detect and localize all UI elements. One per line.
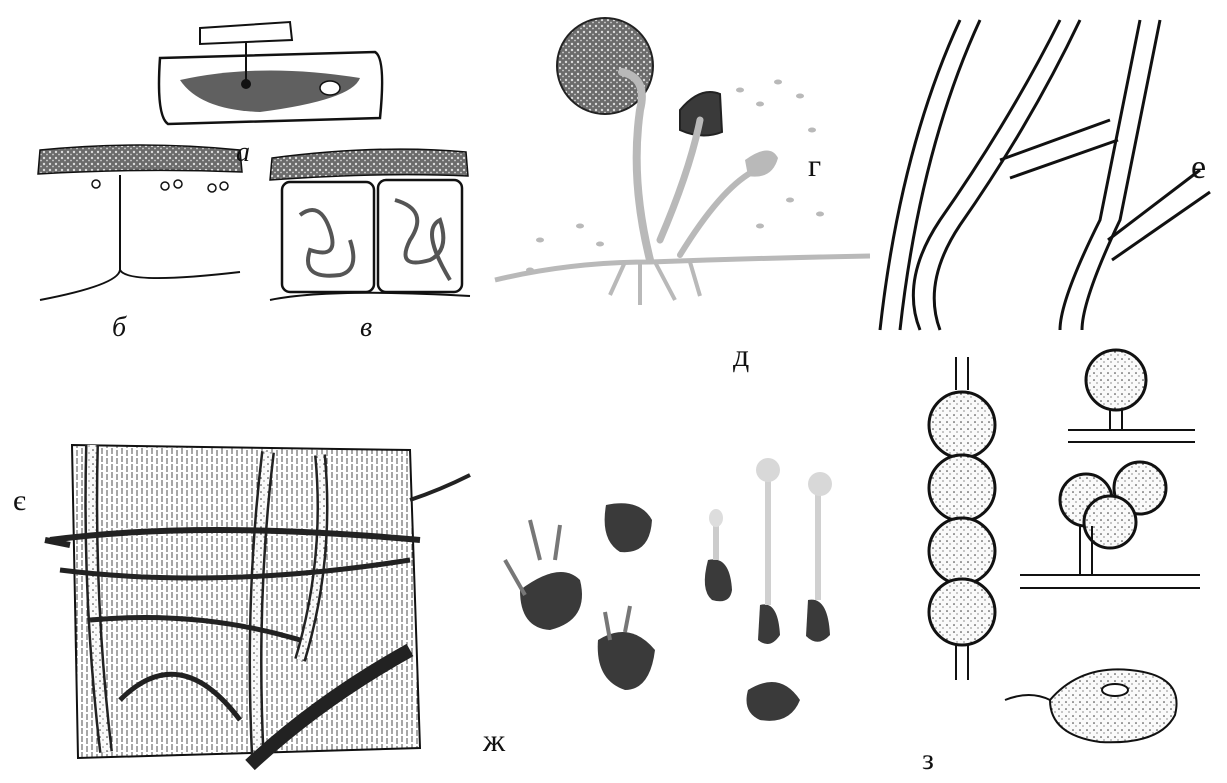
label-b: б [112,312,126,344]
diagram-ye-rhizomorphs [45,445,470,765]
diagram-zh-fruit-bodies [505,458,832,721]
label-a: а [236,137,250,169]
label-z: з [922,743,934,777]
label-e: е [1191,149,1206,187]
diagram-e-septate-hyphae [880,20,1210,330]
label-g: г [808,147,821,184]
label-zh: ж [483,722,505,759]
diagram-b-hypha [38,145,242,300]
diagram-a-host-cell [159,22,382,124]
diagram-v-intracellular-hyphae [270,149,470,300]
label-ye: є [13,484,26,518]
diagram-z-chlamydospores [929,350,1200,742]
label-d: д [733,337,749,374]
label-v: в [360,312,372,344]
